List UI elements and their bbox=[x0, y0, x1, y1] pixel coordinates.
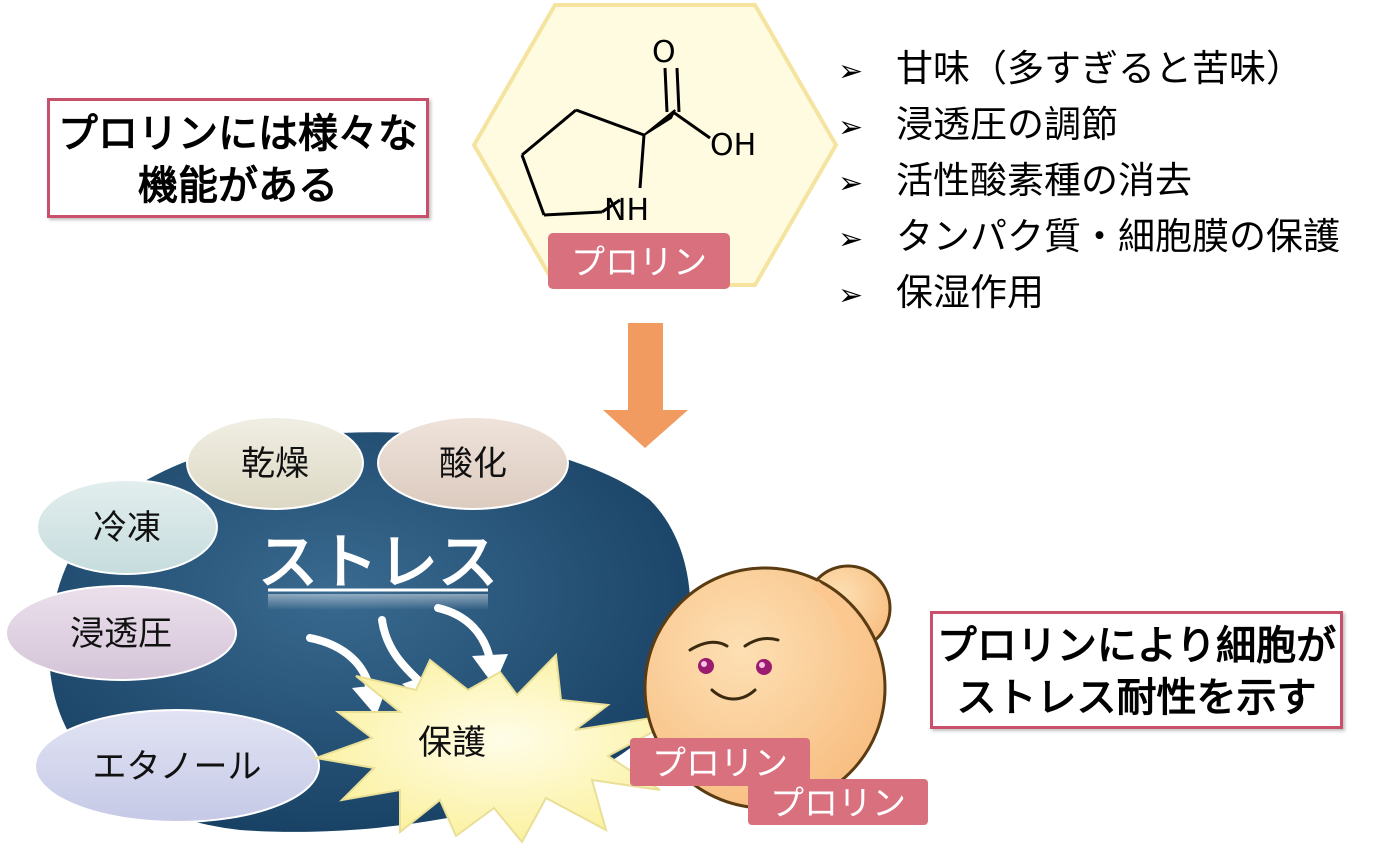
atom-o-label: O bbox=[652, 35, 676, 70]
bullet-arrow-icon: ➢ bbox=[838, 278, 864, 313]
bullet-arrow-icon: ➢ bbox=[838, 166, 864, 201]
stress-title: ストレス bbox=[258, 528, 498, 598]
stress-title-reflection bbox=[268, 594, 488, 610]
stressor-dry bbox=[186, 416, 364, 510]
atom-oh-label: OH bbox=[710, 128, 756, 163]
function-item-label: タンパク質・細胞膜の保護 bbox=[896, 215, 1340, 258]
cell-bump-cover bbox=[811, 581, 855, 642]
protection-label: 保護 bbox=[418, 723, 486, 763]
function-item: ➢ タンパク質・細胞膜の保護 bbox=[838, 210, 1340, 266]
cell-right-brow bbox=[743, 636, 780, 648]
cell-left-brow bbox=[688, 640, 729, 652]
wedge-bond bbox=[643, 109, 676, 136]
note-line-2: ストレス耐性を示す bbox=[956, 675, 1317, 721]
stressor-oxidation bbox=[377, 416, 569, 510]
function-item: ➢ 浸透圧の調節 bbox=[838, 98, 1340, 154]
stress-tolerance-note: プロリンにより細胞が ストレス耐性を示す bbox=[930, 611, 1343, 729]
function-item-label: 甘味（多すぎると苦味） bbox=[896, 47, 1303, 90]
down-arrow bbox=[603, 323, 688, 448]
note-line-1: プロリンには様々な bbox=[58, 111, 418, 157]
molecule-tag bbox=[548, 233, 730, 289]
atom-nh-label: NH bbox=[604, 193, 649, 228]
stressor-osmotic bbox=[5, 585, 237, 681]
stress-arrow-3 bbox=[434, 604, 494, 664]
proline-functions-note: プロリンには様々な 機能がある bbox=[47, 98, 429, 218]
molecule-tag-label: プロリン bbox=[571, 243, 707, 283]
cell-mouth bbox=[710, 688, 757, 701]
protection-burst bbox=[312, 652, 691, 844]
function-item: ➢ 活性酸素種の消去 bbox=[838, 154, 1340, 210]
proline-structure bbox=[520, 67, 711, 217]
stressor-ethanol-label: エタノール bbox=[93, 747, 262, 787]
stress-arrow-3-head bbox=[472, 654, 508, 686]
bullet-arrow-icon: ➢ bbox=[838, 54, 864, 89]
function-item-label: 活性酸素種の消去 bbox=[896, 159, 1192, 202]
bullet-arrow-icon: ➢ bbox=[838, 110, 864, 145]
cell-left-eye-highlight bbox=[701, 661, 707, 667]
cell-tag-2-label: プロリン bbox=[770, 784, 906, 824]
stress-arrow-2 bbox=[378, 616, 422, 684]
stressor-freeze bbox=[36, 479, 218, 575]
function-item-label: 保湿作用 bbox=[896, 271, 1044, 314]
cell-tag-1 bbox=[630, 738, 810, 786]
stressor-osmotic-label: 浸透圧 bbox=[70, 614, 172, 654]
stressor-dry-label: 乾燥 bbox=[241, 444, 309, 484]
function-item: ➢ 保湿作用 bbox=[838, 266, 1340, 322]
function-list: ➢ 甘味（多すぎると苦味） ➢ 浸透圧の調節 ➢ 活性酸素種の消去 ➢ タンパク質・細胞… bbox=[838, 42, 1340, 322]
stressor-freeze-label: 冷凍 bbox=[93, 508, 161, 548]
function-item-label: 浸透圧の調節 bbox=[896, 103, 1118, 146]
cell-right-eye-highlight bbox=[759, 662, 765, 668]
function-item: ➢ 甘味（多すぎると苦味） bbox=[838, 42, 1340, 98]
cell-tag-2 bbox=[748, 779, 928, 825]
note-line-1: プロリンにより細胞が bbox=[936, 623, 1337, 669]
stressor-oxidation-label: 酸化 bbox=[439, 444, 507, 484]
cell-tag-1-label: プロリン bbox=[652, 744, 788, 784]
note-line-2: 機能がある bbox=[138, 163, 338, 209]
bullet-arrow-icon: ➢ bbox=[838, 222, 864, 257]
stressor-ethanol bbox=[34, 709, 320, 823]
